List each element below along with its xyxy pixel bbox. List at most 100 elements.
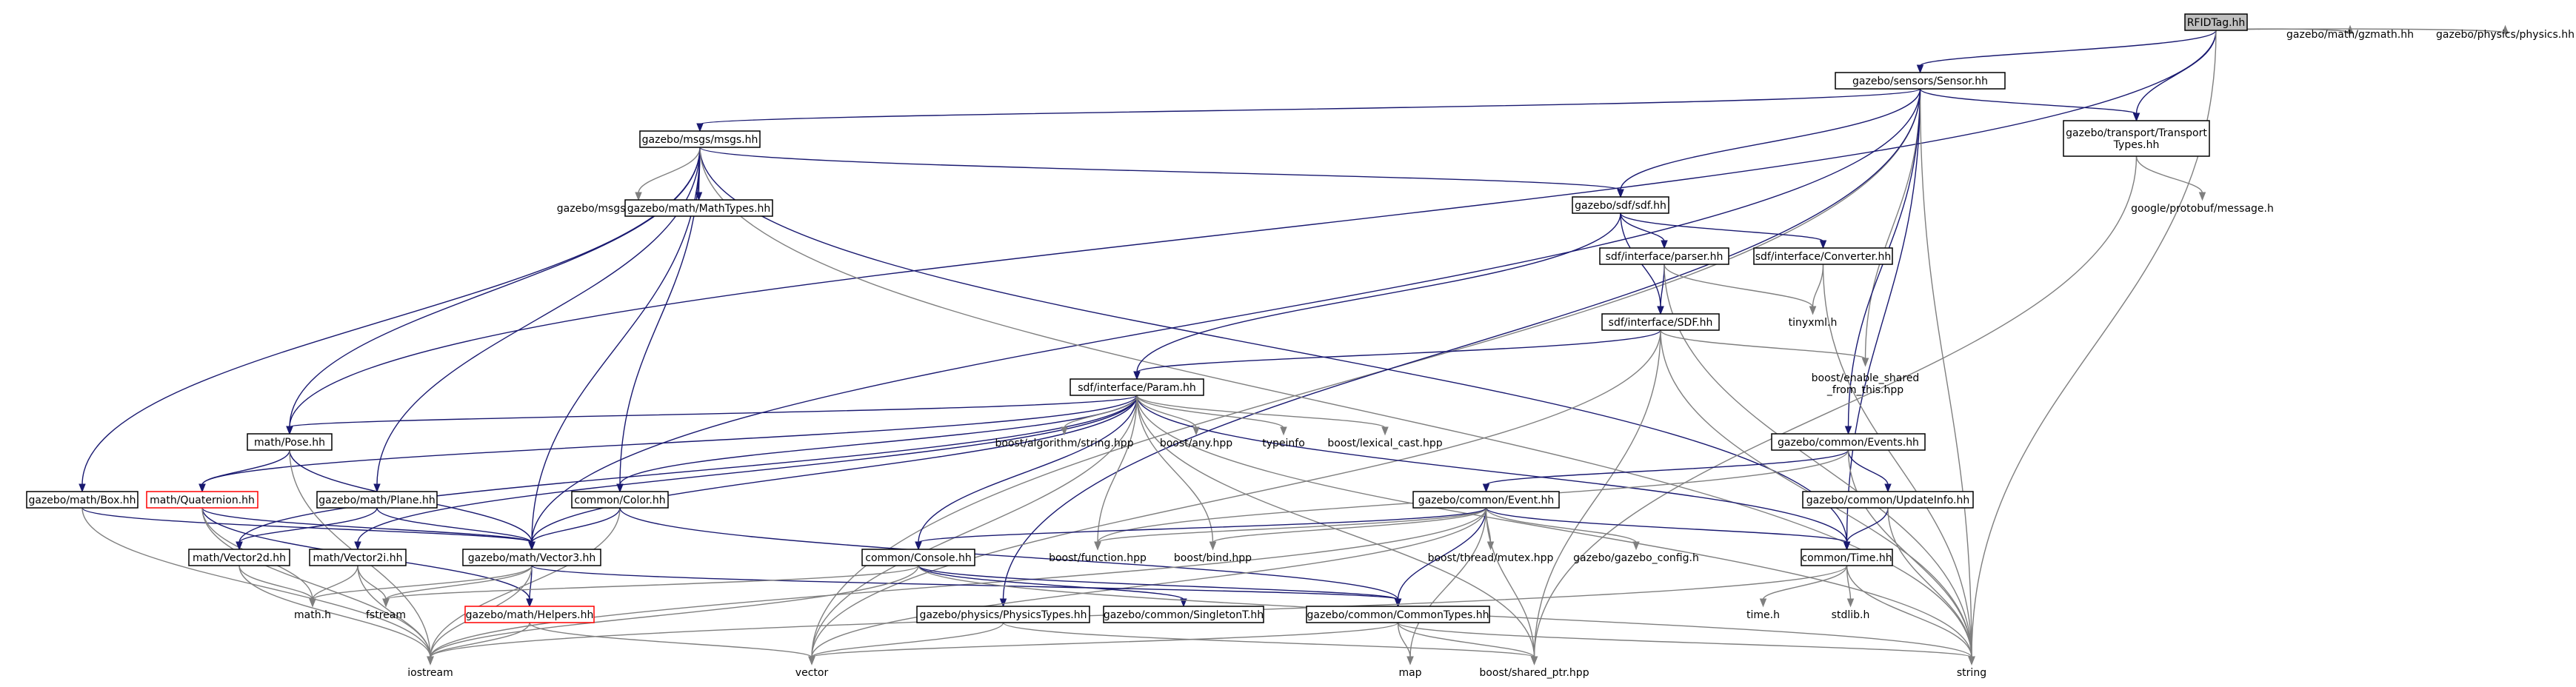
node-Box[interactable]: gazebo/math/Box.hh (26, 491, 139, 509)
edge-arrowhead-SDF-to-Param (1133, 371, 1141, 381)
edge-Color-to-Vector3 (531, 507, 621, 543)
edge-msgs-to-Pose (289, 147, 701, 428)
node-msgs[interactable]: gazebo/msgs/msgs.hh (639, 130, 761, 148)
node-parser[interactable]: sdf/interface/parser.hh (1599, 247, 1729, 265)
edge-Plane-to-Vector2d (238, 507, 378, 543)
node-label-Box: gazebo/math/Box.hh (28, 495, 136, 506)
node-label-TransportTypes: gazebo/transport/Transport (2066, 127, 2207, 139)
node-Vector3[interactable]: gazebo/math/Vector3.hh (462, 549, 601, 566)
edge-Param-to-vector (811, 395, 1138, 658)
node-Console[interactable]: common/Console.hh (861, 549, 975, 566)
node-Vector2i[interactable]: math/Vector2i.hh (309, 549, 407, 566)
node-label-msgs: gazebo/msgs/msgs.hh (642, 134, 758, 146)
edge-arrowhead-Param-to-typeinfo (1280, 426, 1287, 436)
edge-arrowhead-RFIDTag-to-gzmath (2346, 24, 2354, 34)
node-label-Color: common/Color.hh (574, 495, 665, 506)
node-Pose[interactable]: math/Pose.hh (247, 433, 333, 451)
edge-RFIDTag-to-Sensor (1919, 30, 2217, 67)
edge-Helpers-to-vector (529, 622, 812, 658)
edge-Param-to-Vector2d (238, 395, 1138, 543)
edge-Param-to-string (1136, 395, 1972, 658)
edge-Console-to-fstream (385, 565, 919, 600)
node-Time[interactable]: common/Time.hh (1801, 549, 1893, 566)
node-Color[interactable]: common/Color.hh (571, 491, 669, 509)
node-label-stdlib: stdlib.h (1832, 609, 1870, 621)
node-mutex: boost/thread/mutex.hpp (1428, 552, 1554, 564)
node-RFIDTag[interactable]: RFIDTag.hh (2184, 13, 2248, 31)
node-Event[interactable]: gazebo/common/Event.hh (1412, 491, 1560, 509)
node-MathTypes[interactable]: gazebo/math/MathTypes.hh (624, 199, 773, 217)
node-box-Pose (247, 433, 333, 451)
node-UpdateInfo[interactable]: gazebo/common/UpdateInfo.hh (1802, 491, 1974, 509)
node-box-Quaternion (146, 491, 258, 509)
node-label-physics: gazebo/physics/physics.hh (2436, 29, 2575, 41)
node-label-enable_shared: boost/enable_shared (1812, 372, 1920, 384)
node-Events[interactable]: gazebo/common/Events.hh (1771, 433, 1926, 451)
node-label-MathTypes: gazebo/math/MathTypes.hh (627, 203, 771, 215)
edge-arrowhead-Param-to-any (1192, 426, 1200, 436)
node-map: map (1398, 667, 1421, 679)
edge-arrowhead-Sensor-to-msgs (696, 123, 704, 133)
node-label-SDF: sdf/interface/SDF.hh (1609, 317, 1713, 329)
node-timeh: time.h (1746, 609, 1780, 621)
node-label-mathh: math.h (294, 609, 331, 621)
edge-arrowhead-CommonTypes-to-shared_ptr (1530, 656, 1538, 666)
node-box-Vector3 (462, 549, 601, 566)
node-Vector2d[interactable]: math/Vector2d.hh (188, 549, 290, 566)
node-label-fstream: fstream (366, 609, 406, 621)
edge-Param-to-function (1097, 395, 1138, 543)
node-Quaternion[interactable]: math/Quaternion.hh (146, 491, 258, 509)
nodes-layer: RFIDTag.hh gazebo/sensors/Sensor.hh gazebo… (26, 13, 2575, 679)
node-Param[interactable]: sdf/interface/Param.hh (1070, 378, 1204, 396)
edge-Color-to-CommonTypes (619, 507, 1399, 600)
node-label-Helpers: gazebo/math/Helpers.hh (466, 609, 594, 621)
node-tinyxml: tinyxml.h (1789, 317, 1838, 329)
node-Sensor[interactable]: gazebo/sensors/Sensor.hh (1835, 72, 2006, 90)
edge-UpdateInfo-to-string (1887, 507, 1972, 658)
edge-arrowhead-Color-to-Vector3 (528, 541, 535, 551)
edge-Quaternion-to-iostream (201, 507, 431, 658)
node-physics: gazebo/physics/physics.hh (2436, 29, 2575, 41)
node-box-msgs (639, 130, 761, 148)
edge-msgs-to-MessageTypes (638, 147, 701, 194)
edge-PhysicsTypes-to-shared_ptr (1002, 622, 1535, 658)
edge-arrowhead-Param-to-Vector2i (354, 541, 361, 551)
node-box-PhysicsTypes (916, 606, 1090, 623)
node-Helpers[interactable]: gazebo/math/Helpers.hh (464, 606, 595, 623)
node-sdf[interactable]: gazebo/sdf/sdf.hh (1572, 196, 1669, 214)
edge-Event-to-function (1097, 507, 1487, 543)
node-label-tinyxml: tinyxml.h (1789, 317, 1838, 329)
edge-arrowhead-CommonTypes-to-map (1407, 656, 1414, 666)
edge-Sensor-to-Time (1846, 88, 1921, 543)
edge-SDF-to-Param (1136, 329, 1661, 373)
node-label-Plane: gazebo/math/Plane.hh (318, 495, 436, 506)
node-box-Color (571, 491, 669, 509)
edge-Event-to-shared_ptr (1485, 507, 1535, 658)
edge-Time-to-string (1846, 565, 1972, 658)
edge-Color-to-iostream (430, 507, 621, 658)
node-SingletonT[interactable]: gazebo/common/SingletonT.hh (1103, 606, 1264, 623)
node-label-iostream: iostream (407, 667, 453, 679)
edge-arrowhead-Console-to-CommonTypes (1394, 598, 1402, 608)
node-label-sdf: gazebo/sdf/sdf.hh (1575, 200, 1666, 212)
node-label-bind: boost/bind.hpp (1174, 552, 1252, 564)
node-stdlib: stdlib.h (1832, 609, 1870, 621)
node-label-TransportTypes: Types.hh (2113, 139, 2160, 151)
node-label-lexical: boost/lexical_cast.hpp (1327, 438, 1442, 449)
node-box-Vector2d (188, 549, 290, 566)
edge-arrowhead-Plane-to-Vector2d (236, 541, 243, 551)
edge-Box-to-iostream (81, 507, 431, 658)
node-Plane[interactable]: gazebo/math/Plane.hh (316, 491, 438, 509)
node-PhysicsTypes[interactable]: gazebo/physics/PhysicsTypes.hh (916, 606, 1090, 623)
node-label-enable_shared: _from_this.hpp (1826, 384, 1903, 396)
edge-parser-to-tinyxml (1664, 264, 1814, 308)
edge-parser-to-string (1664, 264, 1972, 658)
edge-UpdateInfo-to-Time (1846, 507, 1889, 543)
edge-Event-to-map (1409, 507, 1487, 658)
node-Converter[interactable]: sdf/interface/Converter.hh (1753, 247, 1893, 265)
node-label-UpdateInfo: gazebo/common/UpdateInfo.hh (1806, 495, 1969, 506)
node-CommonTypes[interactable]: gazebo/common/CommonTypes.hh (1306, 606, 1490, 623)
node-string: string (1957, 667, 1986, 679)
node-SDF[interactable]: sdf/interface/SDF.hh (1601, 313, 1720, 331)
